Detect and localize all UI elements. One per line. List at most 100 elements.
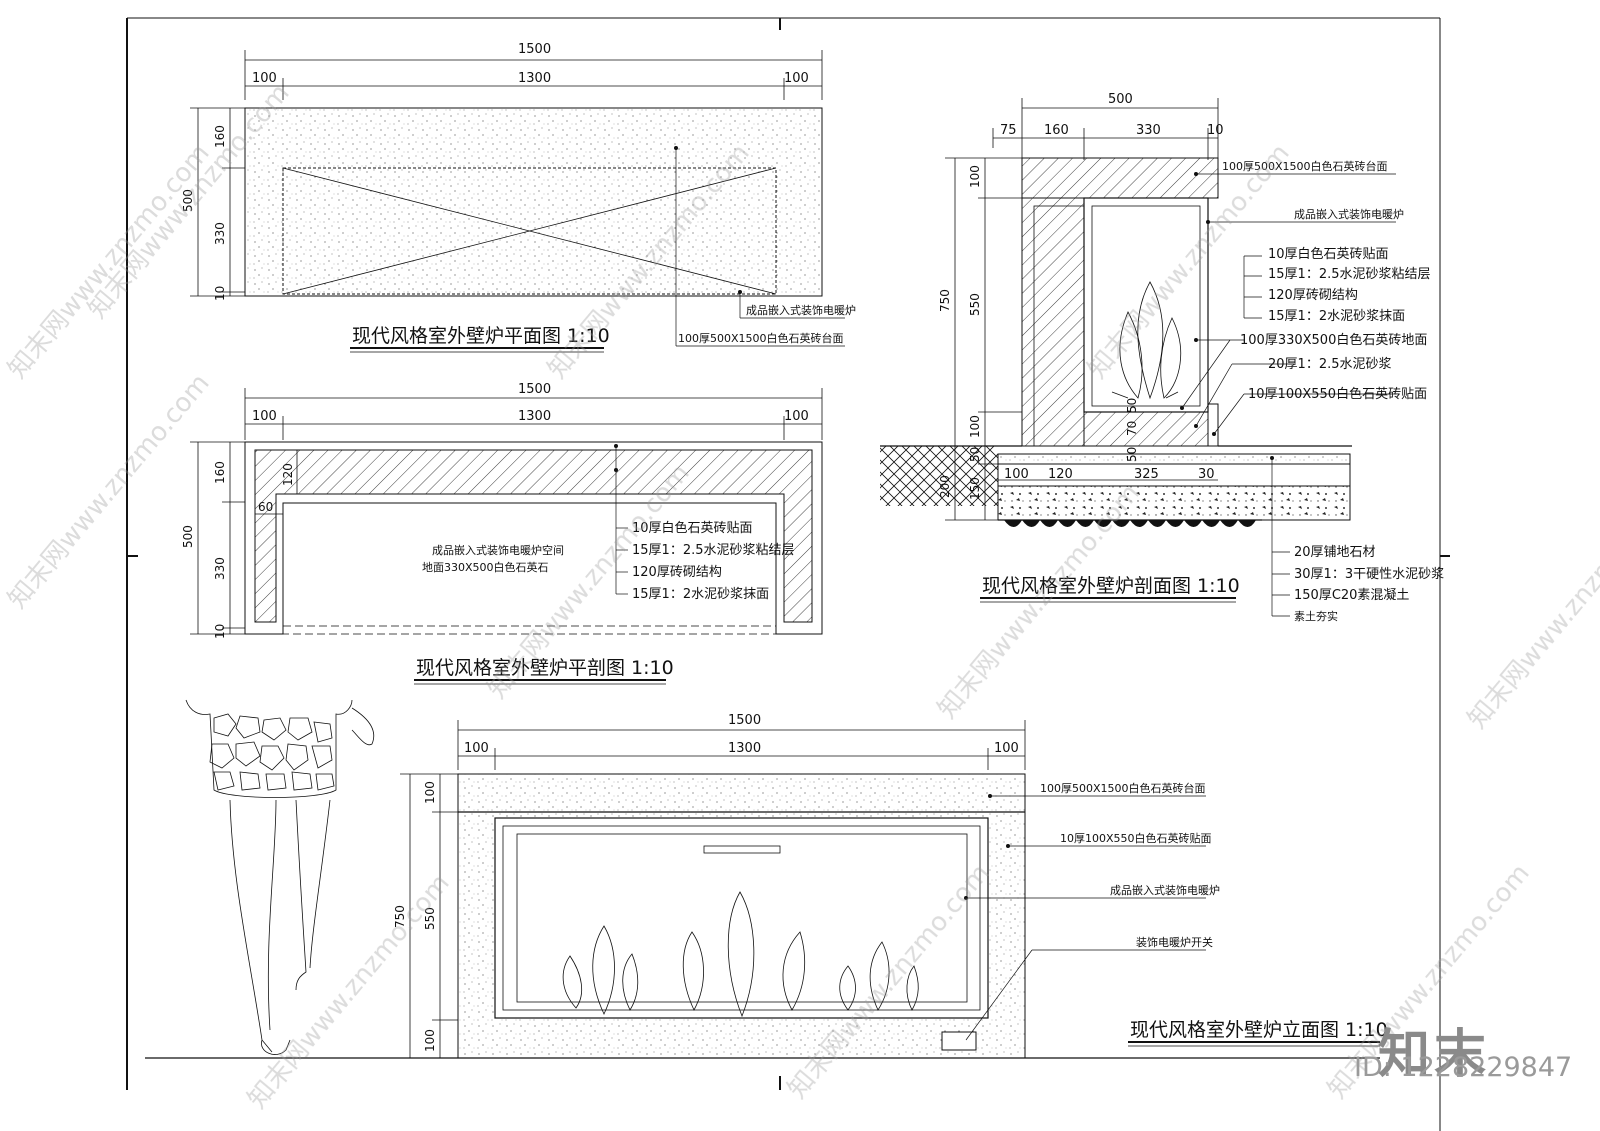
plan-dim-500: 500	[181, 189, 195, 212]
section-dim-50b: 50	[1125, 447, 1139, 462]
plan-section-dim-160: 160	[213, 461, 227, 484]
section-dimensions-top: 500 75 160 330 10	[992, 92, 1224, 160]
section-base	[1083, 411, 1209, 447]
section-dim-550: 550	[968, 293, 982, 316]
sheet-border	[126, 17, 1450, 1131]
section-note-side-facing: 10厚100X550白色石英砖贴面	[1248, 386, 1427, 402]
elevation-note-top-slab: 100厚500X1500白色石英砖台面	[1040, 781, 1206, 795]
plan-slab	[244, 107, 823, 297]
plan-section-dimensions-top: 1500 100 1300 100	[244, 382, 823, 440]
watermark-tile: 知末网www.znzmo.com	[2, 368, 215, 614]
plan-dim-mid: 1300	[518, 71, 551, 86]
elevation-dim-100b: 100	[423, 1029, 437, 1052]
watermark-tile: 知末网www.znzmo.com	[2, 138, 215, 384]
section-dim-70: 70	[1125, 421, 1139, 436]
plan-dim-left: 100	[252, 71, 277, 86]
plan-section-dim-left: 100	[252, 409, 277, 424]
section-dim-120: 120	[1048, 467, 1073, 482]
section-dim-75: 75	[1000, 123, 1017, 138]
section-note-brick: 120厚砖砌结构	[1268, 288, 1358, 303]
section-dim-10: 10	[1207, 123, 1224, 138]
plan-section-note-3: 120厚砖砌结构	[632, 565, 722, 580]
plan-dimensions-top: 1500 100 1300 100	[244, 42, 823, 100]
elevation-dim-total: 1500	[728, 713, 761, 728]
section-dim-500: 500	[1108, 92, 1133, 107]
plan-section-center-text-1: 成品嵌入式装饰电暖炉空间	[432, 543, 564, 557]
plan-dim-160: 160	[213, 125, 227, 148]
section-dim-750: 750	[938, 289, 952, 312]
plan-dim-total: 1500	[518, 42, 551, 57]
section-note-paving-stone: 20厚铺地石材	[1294, 545, 1376, 560]
section-dim-160: 160	[1044, 123, 1069, 138]
plan-view: 1500 100 1300 100 160 330 10 500	[181, 42, 856, 353]
section-inner-dims: 70 50 50 100 120 325 30	[998, 398, 1218, 482]
plan-section-dim-mid: 1300	[518, 409, 551, 424]
section-dim-100b: 100	[968, 415, 982, 438]
watermark-id: ID: 1228229847	[1354, 1052, 1573, 1083]
plan-section-dim-330: 330	[213, 557, 227, 580]
plan-section-dim-120: 120	[281, 463, 295, 486]
elevation-note-heater: 成品嵌入式装饰电暖炉	[1110, 883, 1220, 897]
section-note-dry-mortar: 30厚1：3干硬性水泥砂浆	[1294, 567, 1444, 582]
section-note-mortar: 20厚1：2.5水泥砂浆	[1268, 357, 1392, 372]
section-title: 现代风格室外壁炉剖面图 1:10	[982, 575, 1240, 597]
plan-dim-right: 100	[784, 71, 809, 86]
section-note-top-slab: 100厚500X1500白色石英砖台面	[1222, 159, 1388, 173]
plan-section-note-1: 10厚白色石英砖贴面	[632, 520, 753, 536]
section-dim-325: 325	[1134, 467, 1159, 482]
section-dim-100c: 100	[1004, 467, 1029, 482]
plan-note-top-slab: 100厚500X1500白色石英砖台面	[678, 331, 844, 345]
elevation-title: 现代风格室外壁炉立面图 1:10	[1130, 1019, 1388, 1041]
elevation-dim-right: 100	[994, 741, 1019, 756]
elevation-dimensions-left: 100 550 750 100	[393, 773, 458, 1059]
plan-section-wall	[254, 449, 813, 623]
plan-section-dim-10: 10	[213, 624, 227, 639]
plan-section-dim-total: 1500	[518, 382, 551, 397]
plan-note-heater: 成品嵌入式装饰电暖炉	[746, 303, 856, 317]
section-note-plaster: 15厚1：2水泥砂浆抹面	[1268, 309, 1405, 324]
human-figure-illustration	[185, 699, 375, 1055]
section-paving	[997, 453, 1351, 465]
plan-section-dim-60: 60	[258, 500, 273, 514]
section-back-wall	[1021, 197, 1085, 447]
section-view: 500 75 160 330 10 100 550 750 100 50 200…	[880, 92, 1444, 623]
elevation-note-facing: 10厚100X550白色石英砖贴面	[1060, 831, 1212, 845]
section-top-slab	[1021, 157, 1219, 199]
elevation-dim-mid: 1300	[728, 741, 761, 756]
elevation-dim-left: 100	[464, 741, 489, 756]
section-dim-100a: 100	[968, 165, 982, 188]
elevation-flames-icon	[562, 891, 919, 1018]
elevation-dimensions-top: 1500 100 1300 100	[457, 713, 1026, 770]
section-note-floor: 100厚330X500白色石英砖地面	[1240, 332, 1427, 348]
plan-heater-outline	[282, 167, 777, 295]
plan-leaders: 成品嵌入式装饰电暖炉 100厚500X1500白色石英砖台面	[674, 146, 856, 347]
section-flame-icon	[1111, 281, 1182, 400]
plan-section-view: 1500 100 1300 100 160 330 10 500 120 60	[181, 382, 823, 685]
elevation-vent-slot	[703, 845, 781, 854]
section-compacted-soil	[998, 519, 1262, 527]
watermark-brand-logo: 知末	[1378, 1025, 1491, 1085]
plan-section-center-text-2: 地面330X500白色石英石	[422, 560, 549, 574]
elevation-dim-100a: 100	[423, 781, 437, 804]
elevation-heater-frame	[494, 817, 989, 1019]
section-note-facing: 10厚白色石英砖贴面	[1268, 246, 1389, 262]
human-figure-skirt-pattern	[209, 713, 335, 791]
section-heater	[1083, 197, 1209, 413]
section-note-heater: 成品嵌入式装饰电暖炉	[1294, 207, 1404, 221]
plan-section-leaders: 10厚白色石英砖贴面 15厚1：2.5水泥砂浆粘结层 120厚砖砌结构 15厚1…	[614, 444, 795, 602]
elevation-heater-switch	[941, 1031, 977, 1051]
section-concrete	[997, 485, 1351, 521]
section-dim-50a: 50	[1125, 398, 1139, 413]
section-dim-330: 330	[1136, 123, 1161, 138]
plan-dim-10: 10	[213, 286, 227, 301]
watermark-tile: 知末网www.znzmo.com	[242, 868, 455, 1114]
plan-section-inner-dims: 120 60	[255, 450, 298, 515]
plan-section-dimensions-left: 160 330 10 500	[181, 441, 245, 639]
section-note-soil: 素土夯实	[1294, 609, 1338, 623]
plan-dim-330: 330	[213, 222, 227, 245]
elevation-note-switch: 装饰电暖炉开关	[1136, 935, 1213, 949]
watermark-tile: 知末网www.znzmo.com	[1462, 488, 1600, 734]
elevation-dim-550: 550	[423, 907, 437, 930]
elevation-leaders: 100厚500X1500白色石英砖台面 10厚100X550白色石英砖贴面 成品…	[964, 781, 1220, 1041]
